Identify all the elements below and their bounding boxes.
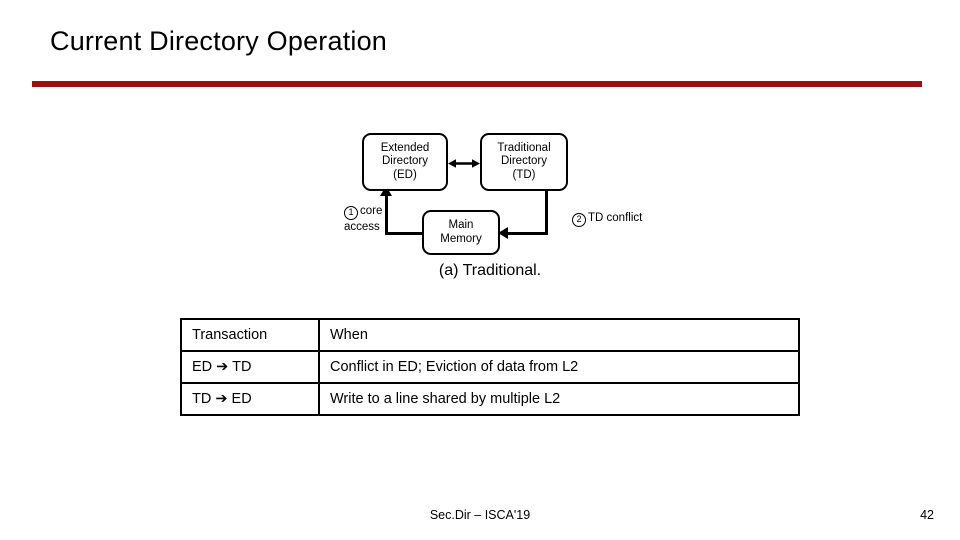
table-cell-transaction: TD ➔ ED xyxy=(180,382,320,416)
double-headed-arrow-icon xyxy=(448,159,480,168)
box-td-line1: Traditional xyxy=(497,141,551,154)
box-td-line2: Directory xyxy=(500,155,547,168)
directory-operation-diagram: Extended Directory (ED) Traditional Dire… xyxy=(340,122,642,282)
box-td-line3: (TD) xyxy=(512,168,536,181)
diagram-box-main-memory: Main Memory xyxy=(422,210,500,255)
title-divider xyxy=(32,81,922,87)
table-cell-when: Write to a line shared by multiple L2 xyxy=(318,382,800,416)
figure-caption: (a) Traditional. xyxy=(438,262,542,279)
table-header-when: When xyxy=(318,318,800,352)
page-title: Current Directory Operation xyxy=(50,26,388,56)
table-cell-transaction: ED ➔ TD xyxy=(180,350,320,384)
table-header-transaction: Transaction xyxy=(180,318,320,352)
arrow-up-icon xyxy=(380,186,392,196)
box-ed-line3: (ED) xyxy=(393,168,417,181)
connector-mm-to-ed-horizontal xyxy=(385,232,423,235)
table-row: ED ➔ TD Conflict in ED; Eviction of data… xyxy=(180,350,800,384)
box-mm-line2: Memory xyxy=(440,232,482,245)
label-core-line2: access xyxy=(344,221,380,233)
connector-td-to-mm-horizontal xyxy=(505,232,548,235)
slide-footer: Sec.Dir – ISCA'19 xyxy=(429,508,531,522)
transaction-table: Transaction When ED ➔ TD Conflict in ED;… xyxy=(180,318,800,416)
step-number-1-icon: 1 xyxy=(344,206,358,220)
table-header-row: Transaction When xyxy=(180,318,800,352)
box-ed-line2: Directory xyxy=(381,155,428,168)
page-number: 42 xyxy=(920,508,934,522)
connector-td-to-mm-vertical xyxy=(545,191,548,234)
label-conflict-line1: TD conflict xyxy=(588,212,643,224)
table-cell-when: Conflict in ED; Eviction of data from L2 xyxy=(318,350,800,384)
box-ed-line1: Extended xyxy=(380,141,430,154)
box-mm-line1: Main xyxy=(448,219,474,231)
step-number-2-icon: 2 xyxy=(572,213,586,227)
connector-mm-to-ed-vertical xyxy=(385,194,388,235)
diagram-box-traditional-directory: Traditional Directory (TD) xyxy=(480,133,568,191)
diagram-box-extended-directory: Extended Directory (ED) xyxy=(362,133,448,191)
table-row: TD ➔ ED Write to a line shared by multip… xyxy=(180,382,800,416)
arrow-left-icon xyxy=(498,227,508,239)
label-core-line1: core xyxy=(360,205,383,217)
